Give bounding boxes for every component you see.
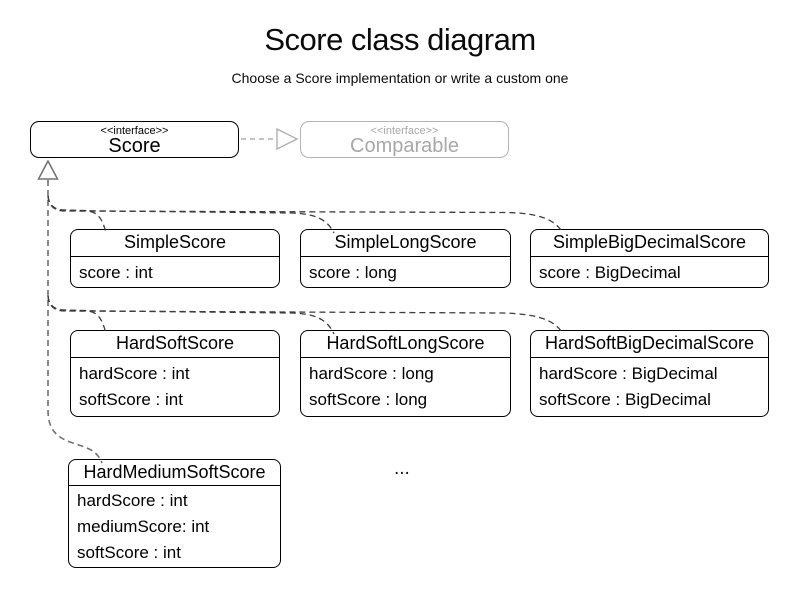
class-attribute: score : int	[79, 263, 153, 282]
class-name: HardSoftLongScore	[301, 331, 510, 358]
class-attribute: hardScore : int	[77, 491, 188, 510]
class-name: SimpleScore	[71, 230, 279, 257]
stereotype-label: <<interface>>	[100, 125, 169, 137]
interface-box-comparable: <<interface>> Comparable	[300, 121, 509, 158]
class-attribute: softScore : int	[79, 390, 183, 409]
inheritance-triangle-icon	[37, 159, 59, 180]
class-attribute: softScore : BigDecimal	[539, 390, 711, 409]
class-attribute: hardScore : BigDecimal	[539, 364, 718, 383]
class-attribute: hardScore : int	[79, 364, 190, 383]
class-box-simplelongscore: SimpleLongScore score : long	[300, 229, 511, 288]
class-name: SimpleBigDecimalScore	[531, 230, 768, 257]
class-name: SimpleLongScore	[301, 230, 510, 257]
class-attribute: softScore : long	[309, 390, 428, 409]
interface-name: Comparable	[350, 135, 459, 157]
class-attribute: softScore : int	[77, 543, 181, 562]
class-box-simplescore: SimpleScore score : int	[70, 229, 280, 288]
realization-line-simplelongscore	[47, 195, 335, 234]
class-attribute: hardScore : long	[309, 364, 434, 383]
diagram-subtitle: Choose a Score implementation or write a…	[231, 70, 569, 86]
realization-line-hardsoftlongscore	[47, 295, 335, 335]
class-box-hardsoftlongscore: HardSoftLongScore hardScore : long softS…	[300, 330, 511, 417]
class-attribute: score : long	[309, 263, 397, 282]
realization-trunk-line	[47, 180, 103, 464]
diagram-title: Score class diagram	[264, 22, 536, 57]
class-box-hardsoftbigdecimalscore: HardSoftBigDecimalScore hardScore : BigD…	[530, 330, 769, 417]
more-implementations-ellipsis: ...	[394, 458, 410, 479]
class-attribute: mediumScore: int	[77, 517, 210, 536]
realization-line-hardsoftscore	[47, 295, 107, 335]
realization-line-simplescore	[47, 195, 107, 234]
class-name: HardSoftBigDecimalScore	[531, 331, 768, 358]
interface-name: Score	[108, 135, 161, 157]
class-box-hardsoftscore: HardSoftScore hardScore : int softScore …	[70, 330, 280, 417]
stereotype-label: <<interface>>	[370, 125, 439, 137]
class-box-hardmediumsoftscore: HardMediumSoftScore hardScore : int medi…	[68, 459, 281, 568]
class-box-simplebigdecimalscore: SimpleBigDecimalScore score : BigDecimal	[530, 229, 769, 288]
hollow-triangle-arrow-icon	[276, 127, 299, 151]
interface-box-score: <<interface>> Score	[30, 121, 239, 158]
class-name: HardMediumSoftScore	[69, 460, 280, 486]
class-attribute: score : BigDecimal	[539, 263, 681, 282]
class-name: HardSoftScore	[71, 331, 279, 358]
realization-line-simplebigdecimalscore	[47, 195, 564, 234]
realization-line-hardsoftbigdecimalscore	[47, 295, 564, 335]
